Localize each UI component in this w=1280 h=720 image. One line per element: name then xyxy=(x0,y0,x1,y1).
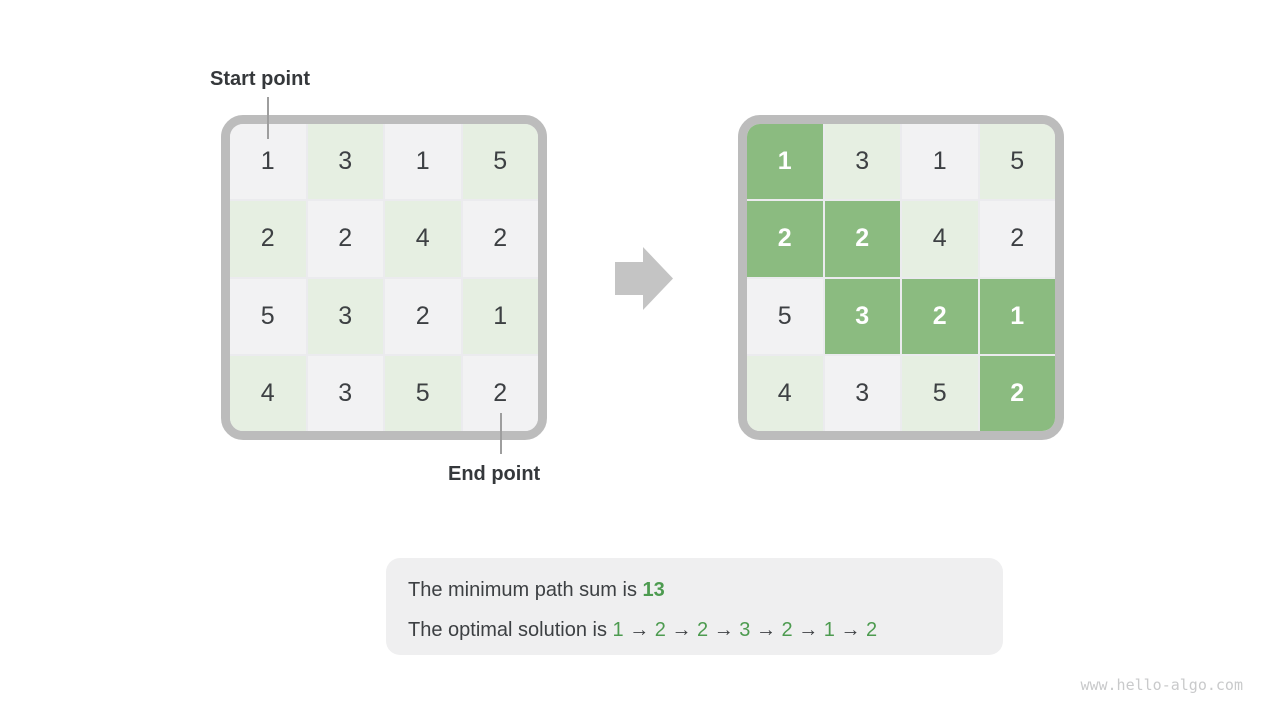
end-point-label: End point xyxy=(448,463,541,485)
grid-cell-r1c3: 2 xyxy=(462,201,538,277)
solution-arrow-separator: → xyxy=(665,619,698,641)
solution-step-value: 2 xyxy=(866,619,878,641)
solution-step-value: 2 xyxy=(654,619,666,641)
grid-cell-r2c3-path: 1 xyxy=(979,278,1055,354)
grid-cell-r2c0: 5 xyxy=(230,278,306,354)
grid-cell-r2c1-path: 3 xyxy=(824,278,900,354)
grid-cell-r0c2: 1 xyxy=(385,124,461,200)
solution-sequence: 1 → 2 → 2 → 3 → 2 → 1 → 2 xyxy=(613,619,878,641)
right-block-arrow-shape xyxy=(615,247,673,310)
grid-cell-r3c2: 5 xyxy=(385,355,461,431)
solution-step-value: 1 xyxy=(823,619,835,641)
right-block-arrow-icon xyxy=(615,247,673,310)
grid-cell-r0c3: 5 xyxy=(979,124,1055,200)
solution-step-value: 2 xyxy=(697,619,709,641)
grid-cell-r1c1-path: 2 xyxy=(824,201,900,277)
end-connector-line xyxy=(500,413,502,454)
grid-cell-r1c0-path: 2 xyxy=(747,201,823,277)
grid-cell-r2c2: 2 xyxy=(385,278,461,354)
solution-arrow-separator: → xyxy=(708,619,740,641)
grid-cell-r0c1: 3 xyxy=(307,124,383,200)
grid-cell-r3c0: 4 xyxy=(230,355,306,431)
grid-cell-r2c0: 5 xyxy=(747,278,823,354)
solution-step-value: 3 xyxy=(739,619,751,641)
solution-arrow-separator: → xyxy=(792,619,824,641)
grid-cell-r3c0: 4 xyxy=(747,355,823,431)
grid-cell-r1c2: 4 xyxy=(385,201,461,277)
result-box: The minimum path sum is 13 The optimal s… xyxy=(386,558,1003,655)
grid-cell-r1c2: 4 xyxy=(902,201,978,277)
grid-cell-r0c0-path: 1 xyxy=(747,124,823,200)
watermark: www.hello-algo.com xyxy=(1080,676,1243,694)
grid-cell-r3c1: 3 xyxy=(307,355,383,431)
min-sum-value: 13 xyxy=(642,579,665,601)
solution-arrow-separator: → xyxy=(834,619,867,641)
solution-arrow-separator: → xyxy=(750,619,782,641)
solution-step-value: 1 xyxy=(612,619,624,641)
grid-cell-r3c1: 3 xyxy=(824,355,900,431)
start-point-label: Start point xyxy=(210,68,310,90)
grid-cell-r0c1: 3 xyxy=(824,124,900,200)
min-sum-prefix: The minimum path sum is xyxy=(408,579,643,601)
start-connector-line xyxy=(267,97,269,139)
grid-cell-r1c0: 2 xyxy=(230,201,306,277)
grid-cell-r2c2-path: 2 xyxy=(902,278,978,354)
grid-cell-r0c3: 5 xyxy=(462,124,538,200)
grid-cell-r2c1: 3 xyxy=(307,278,383,354)
grid-cell-r3c2: 5 xyxy=(902,355,978,431)
grid-cell-r1c3: 2 xyxy=(979,201,1055,277)
grid-cell-r2c3: 1 xyxy=(462,278,538,354)
min-sum-line: The minimum path sum is 13 xyxy=(408,570,1003,610)
grid-cell-r1c1: 2 xyxy=(307,201,383,277)
grid-cell-r3c3-path: 2 xyxy=(979,355,1055,431)
solution-prefix: The optimal solution is xyxy=(408,619,613,641)
grid-cell-r0c2: 1 xyxy=(902,124,978,200)
solution-arrow-separator: → xyxy=(623,619,655,641)
solution-line: The optimal solution is 1 → 2 → 2 → 3 → … xyxy=(408,610,1003,650)
solution-step-value: 2 xyxy=(781,619,793,641)
